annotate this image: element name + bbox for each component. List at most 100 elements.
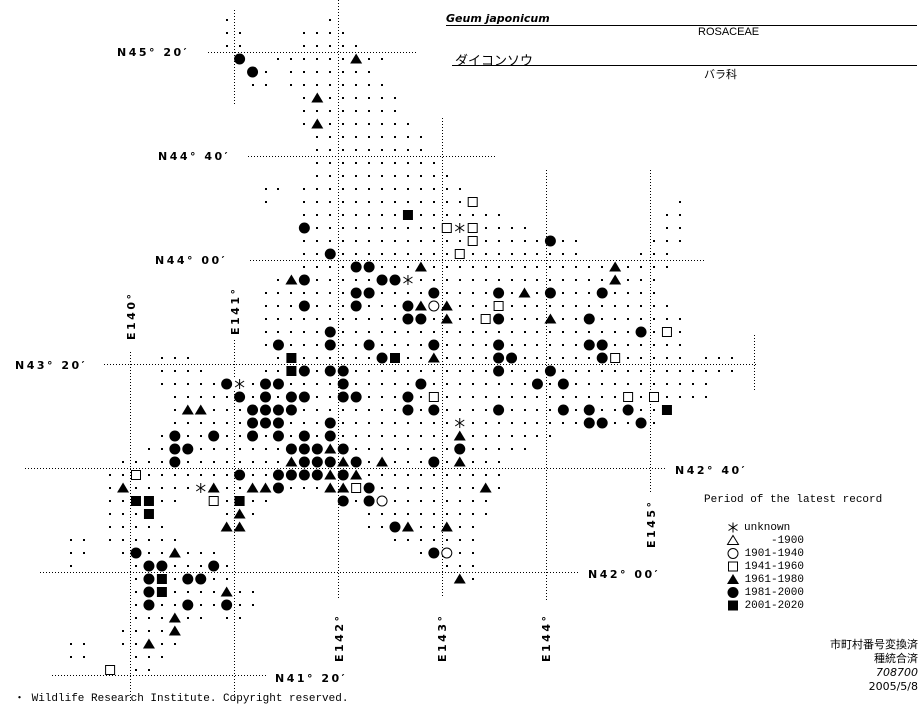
survey-cell-dot [459, 279, 461, 281]
survey-cell-dot [446, 539, 448, 541]
survey-cell-dot [614, 292, 616, 294]
survey-cell-dot [174, 500, 176, 502]
survey-cell-dot [265, 461, 267, 463]
survey-cell-dot [265, 84, 267, 86]
survey-cell-dot [498, 474, 500, 476]
survey-cell-dot [135, 461, 137, 463]
survey-cell-dot [368, 422, 370, 424]
survey-cell-dot [459, 344, 461, 346]
lat-label-44-00: N44° 00′ [155, 254, 227, 267]
survey-cell-dot [381, 409, 383, 411]
survey-cell-dot [303, 344, 305, 346]
survey-cell-dot [329, 201, 331, 203]
survey-cell-dot [226, 409, 228, 411]
survey-cell-dot [161, 461, 163, 463]
survey-cell-dot [355, 357, 357, 359]
survey-cell-dot [394, 422, 396, 424]
survey-cell-dot [342, 32, 344, 34]
survey-cell-dot [200, 565, 202, 567]
survey-cell-dot [420, 240, 422, 242]
record-1961-1980-filled-triangle [350, 469, 363, 480]
record-1961-1980-filled-triangle [440, 300, 453, 311]
survey-cell-dot [316, 45, 318, 47]
survey-cell-dot [420, 357, 422, 359]
unknown-record-asterisk [194, 482, 207, 494]
survey-cell-dot [200, 422, 202, 424]
survey-cell-dot [433, 214, 435, 216]
survey-cell-dot [342, 422, 344, 424]
record-1961-1980-filled-triangle [233, 521, 246, 532]
survey-cell-dot [588, 357, 590, 359]
survey-cell-dot [381, 136, 383, 138]
survey-cell-dot [187, 552, 189, 554]
survey-cell-dot [575, 344, 577, 346]
survey-cell-dot [368, 383, 370, 385]
record-1961-1980-filled-triangle [453, 456, 466, 467]
survey-cell-dot [329, 32, 331, 34]
record-1941-1960-open-square [467, 223, 478, 233]
legend-item: 1961-1980 [726, 573, 804, 586]
survey-cell-dot [511, 331, 513, 333]
survey-cell-dot [394, 136, 396, 138]
survey-cell-dot [316, 318, 318, 320]
survey-cell-dot [666, 383, 668, 385]
survey-cell-dot [368, 331, 370, 333]
survey-cell-dot [239, 435, 241, 437]
survey-cell-dot [653, 279, 655, 281]
survey-cell-dot [394, 97, 396, 99]
survey-cell-dot [355, 448, 357, 450]
survey-cell-dot [459, 188, 461, 190]
record-1961-1980-filled-triangle [479, 482, 492, 493]
survey-cell-dot [601, 370, 603, 372]
record-1981-2000-filled-circle [415, 378, 427, 390]
survey-cell-dot [472, 513, 474, 515]
survey-cell-dot [174, 487, 176, 489]
survey-cell-dot [614, 305, 616, 307]
lon-label-143: E143° [436, 614, 449, 662]
survey-cell-dot [226, 19, 228, 21]
survey-cell-dot [485, 383, 487, 385]
record-1981-2000-filled-circle [272, 404, 284, 416]
survey-cell-dot [407, 422, 409, 424]
survey-cell-dot [239, 409, 241, 411]
survey-cell-dot [303, 422, 305, 424]
survey-cell-dot [407, 331, 409, 333]
survey-cell-dot [290, 292, 292, 294]
survey-cell-dot [549, 253, 551, 255]
survey-cell-dot [213, 396, 215, 398]
survey-cell-dot [627, 383, 629, 385]
survey-cell-dot [303, 71, 305, 73]
survey-cell-dot [329, 357, 331, 359]
survey-cell-dot [148, 487, 150, 489]
survey-cell-dot [498, 383, 500, 385]
survey-cell-dot [575, 318, 577, 320]
survey-cell-dot [472, 396, 474, 398]
survey-cell-dot [394, 175, 396, 177]
survey-cell-dot [200, 448, 202, 450]
survey-cell-dot [420, 461, 422, 463]
survey-cell-dot [355, 201, 357, 203]
survey-cell-dot [459, 370, 461, 372]
record-1981-2000-filled-circle [635, 417, 647, 429]
record-1981-2000-filled-circle [272, 378, 284, 390]
record-1961-1980-filled-triangle [168, 612, 181, 623]
survey-cell-dot [472, 292, 474, 294]
record-1981-2000-filled-circle [428, 456, 440, 468]
survey-cell-dot [485, 370, 487, 372]
survey-cell-dot [368, 240, 370, 242]
survey-cell-dot [342, 97, 344, 99]
record-1981-2000-filled-circle [544, 365, 556, 377]
survey-cell-dot [407, 123, 409, 125]
survey-cell-dot [627, 344, 629, 346]
survey-cell-dot [472, 331, 474, 333]
survey-cell-dot [355, 162, 357, 164]
survey-cell-dot [679, 214, 681, 216]
survey-cell-dot [575, 305, 577, 307]
record-1981-2000-filled-circle [428, 404, 440, 416]
survey-cell-dot [135, 630, 137, 632]
record-1901-1940-open-circle [727, 548, 739, 559]
survey-cell-dot [368, 162, 370, 164]
survey-cell-dot [459, 487, 461, 489]
survey-cell-dot [394, 331, 396, 333]
survey-cell-dot [627, 422, 629, 424]
